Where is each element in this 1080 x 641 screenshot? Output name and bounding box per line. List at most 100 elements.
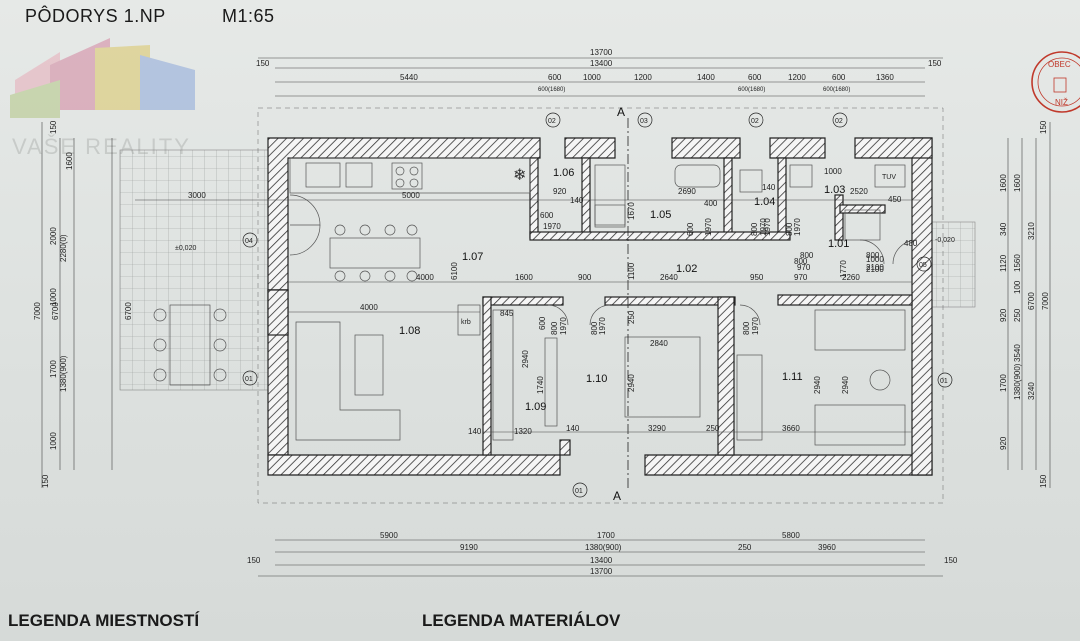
door-label-4: 800 <box>750 222 759 236</box>
room-1-08: 1.08 <box>399 325 420 337</box>
dim-int-21: 3290 <box>648 424 666 433</box>
dim-bottom-a-3: 5800 <box>782 531 800 540</box>
room-1-02: 1.02 <box>676 263 697 275</box>
bottom-dimensions: 5900 1700 5800 9190 1380(900) 250 3960 1… <box>247 531 958 577</box>
axis-marker-3: 02 <box>751 118 759 125</box>
dim-bottom-end-left: 150 <box>247 556 261 565</box>
dim-bottom-b-2: 1380(900) <box>585 543 622 552</box>
dim-right-seg-9: 920 <box>999 308 1008 322</box>
dim-right-seg-11: 3540 <box>1013 344 1022 362</box>
door-label-3b: 1970 <box>704 218 713 236</box>
dim-right-seg-13: 1380(900) <box>1013 363 1022 400</box>
dim-int-28: 2940 <box>521 350 530 368</box>
dim-int-24: 140 <box>468 427 482 436</box>
axis-marker-2: 03 <box>640 118 648 125</box>
dim-int-34: 800 <box>800 251 814 260</box>
axis-marker-6: 05 <box>919 262 927 269</box>
dim-int-31: 2940 <box>813 376 822 394</box>
fireplace-label: krb <box>461 319 471 326</box>
dim-int-30: 2940 <box>627 374 636 392</box>
door-label-6: 800 <box>794 257 808 266</box>
dim-left-seg-7: 1380(900) <box>59 355 68 392</box>
dim-int-20: 2840 <box>650 339 668 348</box>
dim-int-2: 5000 <box>402 191 420 200</box>
dim-top-seg-8: 600 <box>832 73 846 82</box>
watermark-logo: VAŠE REALITY <box>10 38 195 159</box>
dim-int-29: 1740 <box>536 376 545 394</box>
terrace-left <box>119 149 271 391</box>
door-labels: 600 1970 800 1970 600 1970 800 1970 800 … <box>540 211 884 335</box>
door-label-8: 800 <box>742 321 751 335</box>
axis-marker-9: 01 <box>575 488 583 495</box>
dim-int-12: 140 <box>570 196 584 205</box>
dim-int-10: 1100 <box>627 262 636 280</box>
dim-top-opening-3: 600(1680) <box>823 87 850 93</box>
section-mark-top: A <box>617 105 625 119</box>
dim-top-end-left: 150 <box>256 59 270 68</box>
axis-marker-5: 04 <box>245 238 253 245</box>
washbasin-icon <box>594 204 626 228</box>
dim-left-seg-2: 1600 <box>65 152 74 170</box>
dining-table <box>329 224 421 282</box>
dim-int-17: 1970 <box>763 218 772 236</box>
shower-icon <box>594 164 626 226</box>
dim-top-end-right: 150 <box>928 59 942 68</box>
dim-top-seg-1: 5440 <box>400 73 418 82</box>
axis-marker-4: 02 <box>835 118 843 125</box>
dim-int-3: 4000 <box>416 273 434 282</box>
dim-right-inner: 6700 <box>1027 292 1036 310</box>
dim-int-41: 600 <box>538 316 547 330</box>
dim-top-seg-5: 1400 <box>697 73 715 82</box>
dim-int-11: 920 <box>553 187 567 196</box>
dim-int-5: 1600 <box>515 273 533 282</box>
door-label-2: 800 <box>550 321 559 335</box>
door-label-2b: 1970 <box>559 317 568 335</box>
dim-int-6: 900 <box>578 273 592 282</box>
door-label-9b: 1970 <box>793 218 802 236</box>
tuv-label: TUV <box>882 174 896 181</box>
door-label-1: 600 <box>540 211 554 220</box>
dim-left-seg-4: 2280(0) <box>59 234 68 262</box>
plan-title: PÔDORYS 1.NP <box>25 6 166 26</box>
room-1-07: 1.07 <box>462 251 483 263</box>
dim-bottom-outer: 13700 <box>590 567 613 576</box>
dim-bottom-a-1: 5900 <box>380 531 398 540</box>
dim-left-seg-3: 2000 <box>49 227 58 245</box>
left-dimensions: 7000 6700 6700 150 1600 2000 2280(0) 100… <box>33 120 133 488</box>
kitchen-counter: ❄ <box>289 157 531 194</box>
dim-top-outer: 13700 <box>590 48 613 57</box>
room-1-09: 1.09 <box>525 401 546 413</box>
dim-top-inner: 13400 <box>590 59 613 68</box>
room-1-03: 1.03 <box>824 184 845 196</box>
dim-int-35: 2260 <box>842 273 860 282</box>
axis-marker-1: 02 <box>548 118 556 125</box>
washer-icon <box>789 164 813 188</box>
dim-int-42: 1000 <box>824 167 842 176</box>
dim-right-seg-3: 1600 <box>1013 174 1022 192</box>
bathtub-icon <box>674 164 721 188</box>
door-label-3: 600 <box>686 222 695 236</box>
bed-room-1-11-b <box>814 404 906 446</box>
exterior-walls <box>267 137 933 476</box>
dim-int-25: 1320 <box>514 427 532 436</box>
dim-top-seg-7: 1200 <box>788 73 806 82</box>
dim-right-seg-15: 920 <box>999 436 1008 450</box>
axis-marker-7: 01 <box>245 376 253 383</box>
door-swings <box>289 194 918 326</box>
attic-stairs <box>844 209 881 241</box>
room-1-04: 1.04 <box>754 196 775 208</box>
dim-left-seg-8: 1000 <box>49 432 58 450</box>
interior-dimensions: 3000 5000 4000 4000 1600 900 2640 950 61… <box>135 167 920 436</box>
toilet-icon <box>739 169 763 193</box>
dim-top-opening-2: 600(1680) <box>738 87 765 93</box>
building-outline <box>257 107 944 504</box>
room-1-01: 1.01 <box>828 238 849 250</box>
dim-int-19: 450 <box>888 195 902 204</box>
dim-top-seg-6: 600 <box>748 73 762 82</box>
dim-right-seg-4: 340 <box>999 222 1008 236</box>
dim-bottom-b-1: 9190 <box>460 543 478 552</box>
dim-top-seg-4: 1200 <box>634 73 652 82</box>
beds <box>624 309 906 446</box>
dim-int-4: 4000 <box>360 303 378 312</box>
